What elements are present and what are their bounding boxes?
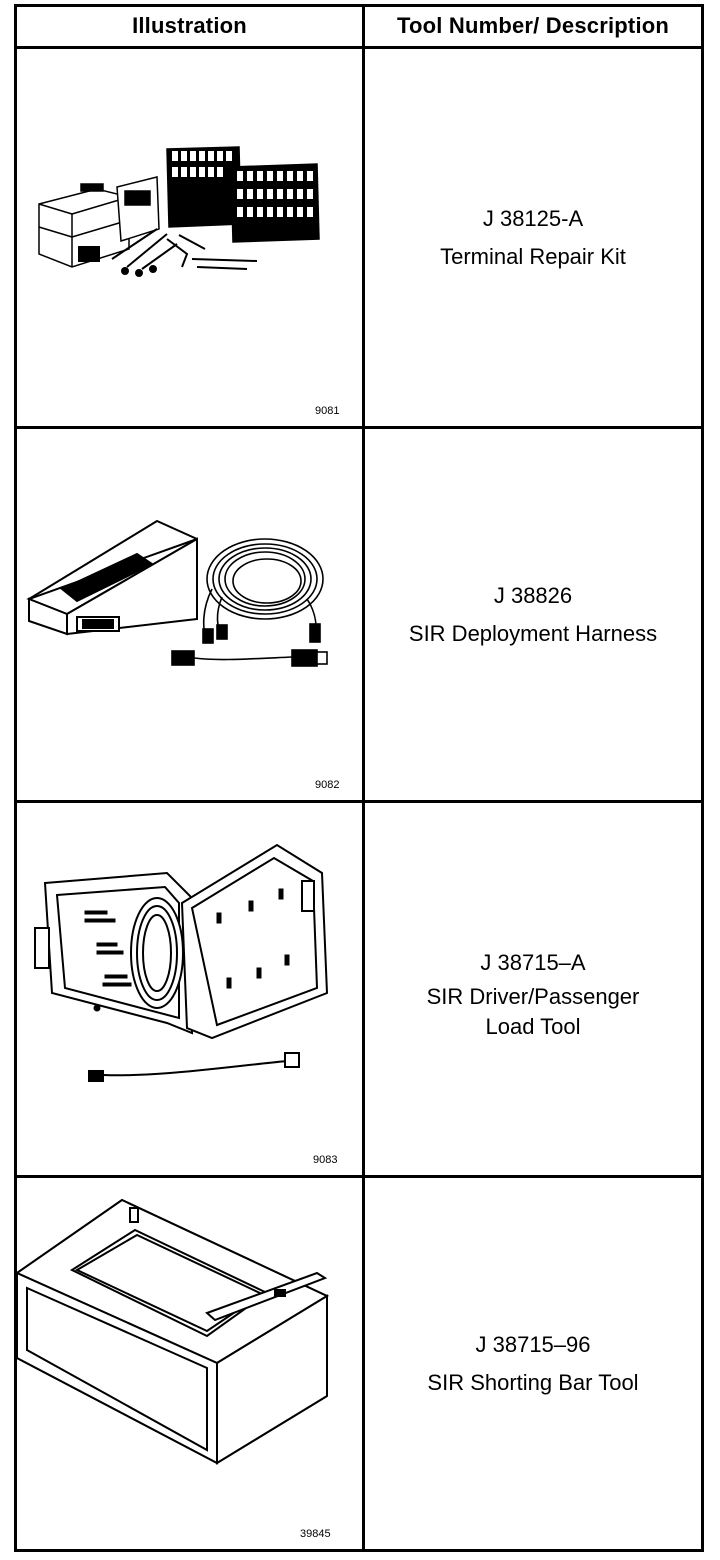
tool-description: J 38715–96 SIR Shorting Bar Tool: [365, 1178, 701, 1549]
tool-description-line: SIR Deployment Harness: [408, 620, 658, 646]
tool-description: J 38715–A SIR Driver/Passenger Load Tool: [365, 803, 701, 1179]
tool-description: J 38826 SIR Deployment Harness: [365, 429, 701, 800]
row-divider-3: [14, 1175, 704, 1178]
tool-number: J 38125-A: [482, 205, 584, 231]
deployment-harness-illustration: [17, 429, 362, 800]
row-divider-2: [14, 800, 704, 803]
load-tool-case-illustration: [17, 803, 362, 1175]
tool-description-line: Terminal Repair Kit: [440, 243, 626, 269]
tool-number: J 38715–A: [480, 950, 586, 975]
table-top-border: [14, 4, 704, 7]
tool-description: J 38125-A Terminal Repair Kit: [365, 49, 701, 426]
header-illustration: Illustration: [132, 13, 247, 38]
terminal-repair-kit-illustration: [17, 49, 362, 426]
tool-number: J 38715–96: [475, 1331, 591, 1357]
row-divider-1: [14, 426, 704, 429]
table-right-border: [701, 4, 704, 1552]
tool-number: J 38826: [493, 582, 573, 608]
figure-number: 39845: [300, 1528, 331, 1540]
table-left-border: [14, 4, 17, 1552]
tool-description-line: SIR Driver/Passenger: [426, 984, 640, 1009]
header-description: Tool Number/ Description: [396, 13, 670, 38]
column-divider: [362, 4, 365, 1552]
tool-description-line: Load Tool: [485, 1014, 581, 1039]
figure-number: 9082: [315, 779, 340, 791]
figure-number: 9083: [313, 1154, 338, 1166]
table-bottom-border: [14, 1549, 704, 1552]
shorting-bar-tool-illustration: [17, 1178, 362, 1549]
tool-description-line: SIR Shorting Bar Tool: [427, 1369, 639, 1395]
header-divider: [14, 46, 704, 49]
figure-number: 9081: [315, 405, 340, 417]
